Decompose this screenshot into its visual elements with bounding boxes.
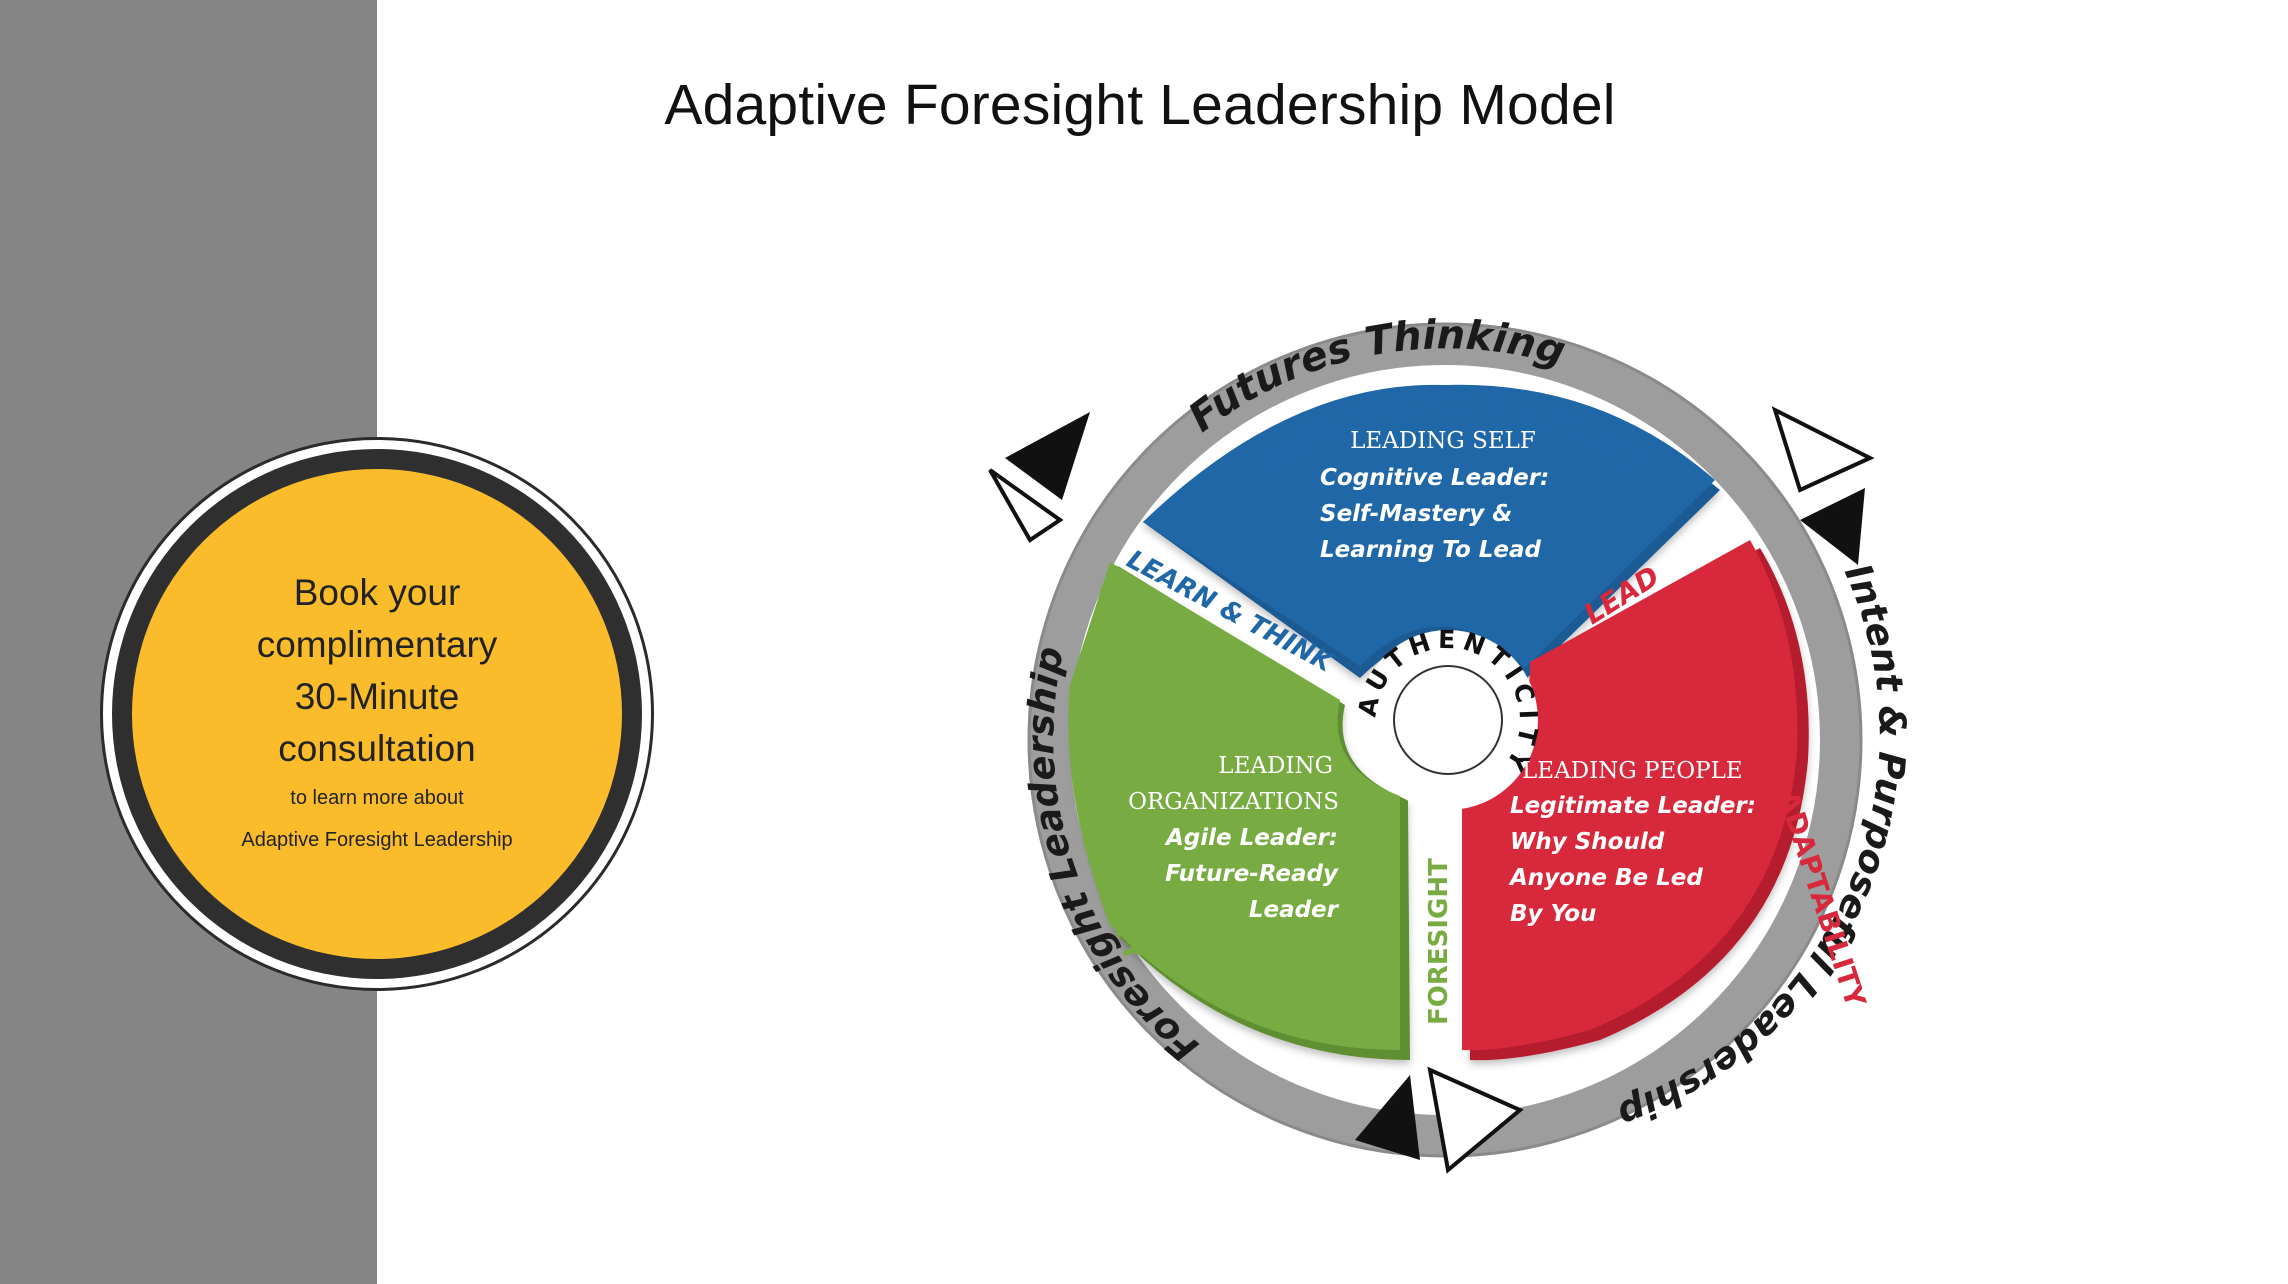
cta-subtext: to learn more about Adaptive Foresight L… [241,777,512,861]
page-title: Adaptive Foresight Leadership Model [664,73,1616,137]
arrow-top-left-icon [988,412,1090,543]
people-line-1: Legitimate Leader: [1510,793,1756,819]
arrow-top-right-icon [1771,406,1875,565]
cta-line-2: complimentary [256,624,498,665]
orgs-line-1: Agile Leader: [1164,825,1338,851]
cta-headline: Book your complimentary 30-Minute consul… [207,567,547,775]
self-line-3: Learning To Lead [1320,537,1542,563]
arrow-bottom-icon [1355,1066,1524,1174]
cta-line-3: 30-Minute [294,676,460,717]
people-line-2: Why Should [1510,829,1665,855]
foresight-label: FORESIGHT [1424,858,1454,1025]
people-line-3: Anyone Be Led [1508,865,1703,891]
orgs-line-3: Leader [1249,897,1340,923]
book-consultation-button[interactable]: Book your complimentary 30-Minute consul… [132,469,622,959]
segment-leading-people [1462,540,1798,1051]
segment-leading-organizations [1068,562,1400,1050]
cta-sub-1: to learn more about [290,787,464,809]
people-line-4: By You [1510,901,1596,927]
cta-line-1: Book your [293,572,461,613]
leading-orgs-heading-1: LEADING [1218,753,1333,779]
cta-line-4: consultation [278,728,476,769]
self-line-1: Cognitive Leader: [1320,465,1549,491]
leading-people-heading: LEADING PEOPLE [1522,758,1743,784]
self-line-2: Self-Mastery & [1320,501,1512,527]
cta-sub-2: Adaptive Foresight Leadership [241,829,513,851]
consultation-badge[interactable]: Book your complimentary 30-Minute consul… [100,437,654,991]
leading-self-heading: LEADING SELF [1350,428,1536,454]
segment-leading-self [1143,384,1715,668]
center-core [1393,665,1503,775]
orgs-line-2: Future-Ready [1165,861,1339,887]
leading-orgs-heading-2: ORGANIZATIONS [1128,789,1339,815]
